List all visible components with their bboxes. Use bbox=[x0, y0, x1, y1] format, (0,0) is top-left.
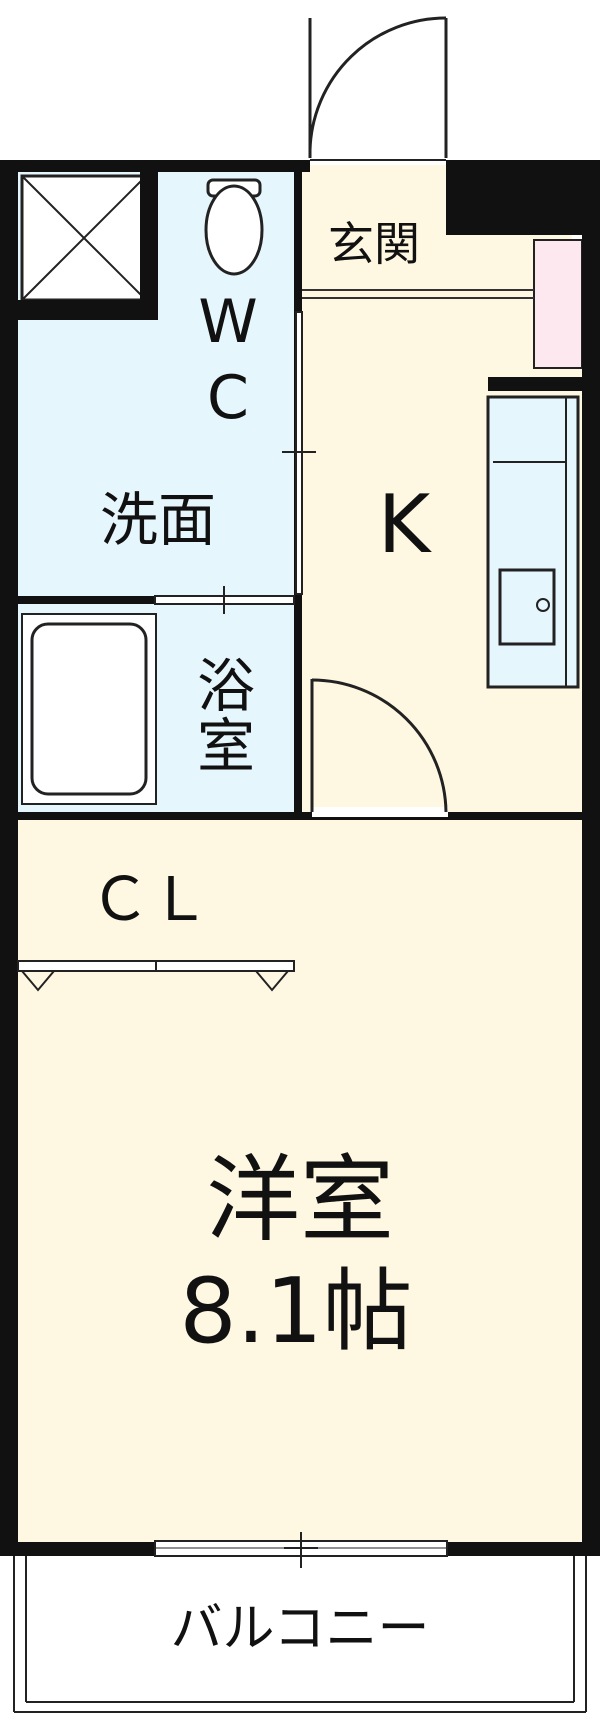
sliding-door-wc bbox=[282, 311, 316, 595]
sliding-door-bath bbox=[154, 586, 295, 614]
drain-icon bbox=[536, 598, 550, 612]
toilet-icon bbox=[204, 178, 264, 276]
closet-label: ＣＬ bbox=[90, 865, 210, 935]
bathroom-label-2: 室 bbox=[197, 712, 255, 780]
balcony-label: バルコニー bbox=[171, 1599, 430, 1659]
wc-label-c: C bbox=[207, 363, 249, 433]
balcony-window bbox=[154, 1532, 448, 1568]
shoe-cabinet bbox=[533, 239, 583, 369]
wc-label-w: W bbox=[198, 287, 257, 357]
bathtub-icon bbox=[21, 613, 157, 805]
closet-doors bbox=[17, 960, 295, 992]
entrance-label: 玄関 bbox=[328, 217, 420, 271]
western-room-label: 洋室 bbox=[206, 1146, 394, 1255]
pipe-shaft-icon bbox=[20, 174, 148, 302]
room-door-swing bbox=[310, 678, 448, 817]
western-room-area bbox=[18, 820, 582, 1542]
sink-icon bbox=[498, 568, 556, 646]
balcony-outline bbox=[13, 1556, 587, 1713]
western-room-area-label: 8.1帖 bbox=[179, 1259, 412, 1364]
bathroom-label-1: 浴 bbox=[197, 652, 255, 720]
front-door-swing bbox=[308, 16, 448, 165]
washroom-label: 洗面 bbox=[100, 486, 216, 554]
kitchen-label: K bbox=[378, 478, 433, 571]
kitchen-counter bbox=[486, 377, 582, 689]
